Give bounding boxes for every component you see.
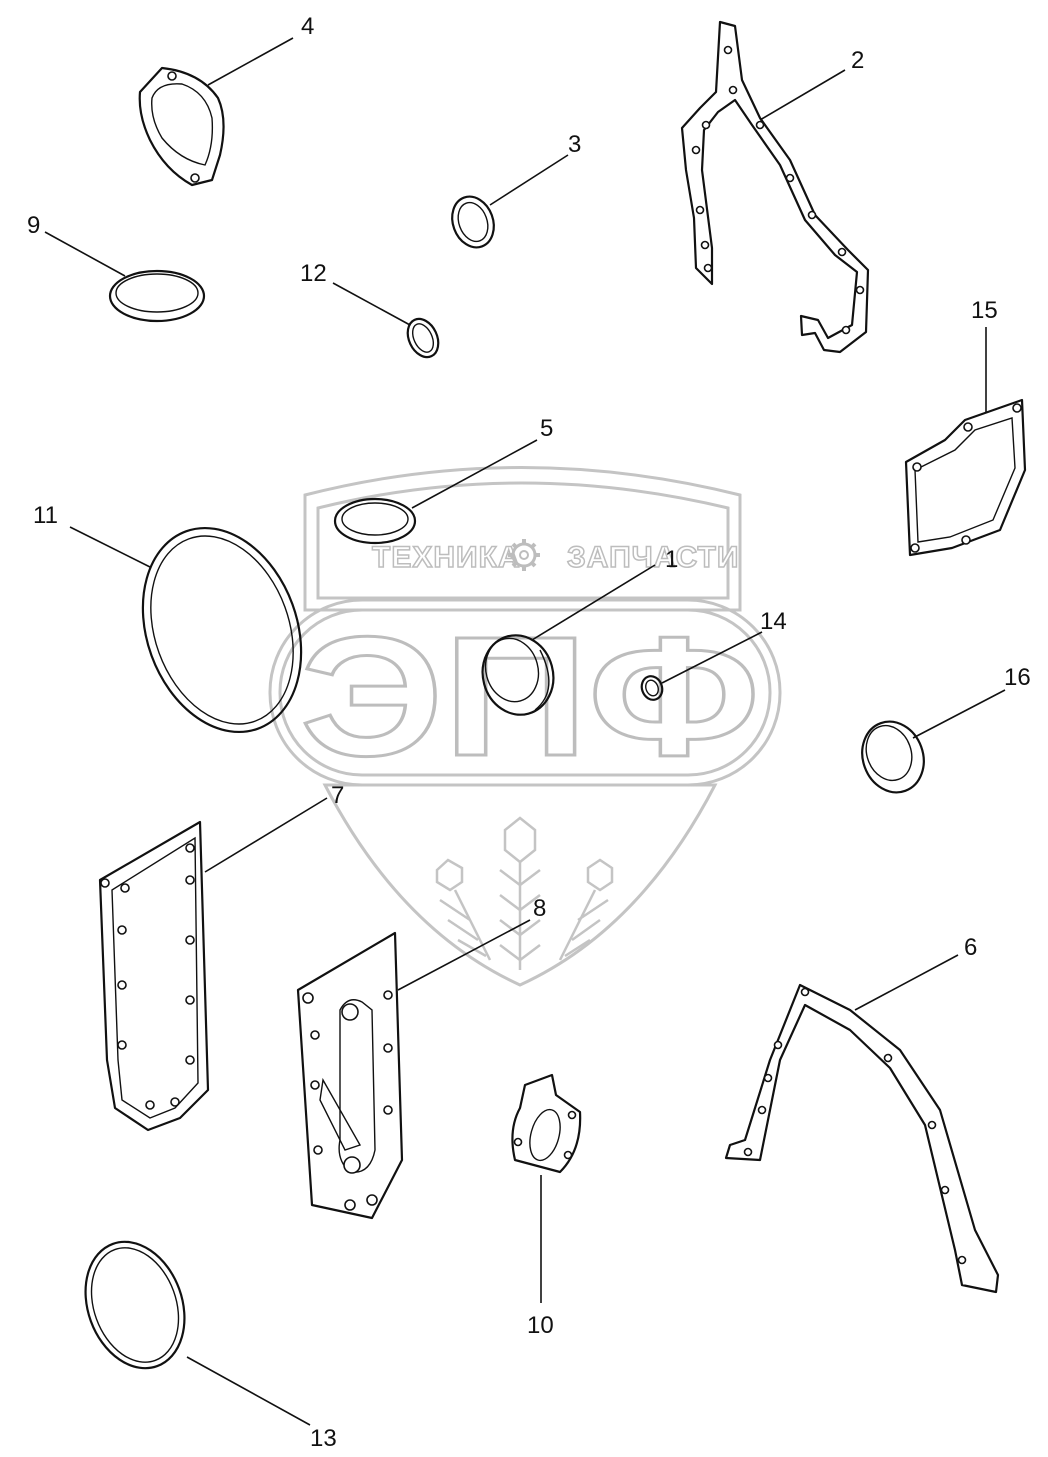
callout-8: 8 xyxy=(533,895,546,922)
callout-2: 2 xyxy=(851,47,864,74)
gasket-part-15 xyxy=(904,398,1027,557)
seal-part-5 xyxy=(333,497,417,545)
gasket-part-4 xyxy=(138,66,225,187)
leader-line-2 xyxy=(759,69,846,121)
watermark-logo: ТЕХНИКА ЗАПЧАСТИ ЭПФ xyxy=(268,466,782,987)
leader-line-12 xyxy=(332,282,411,326)
leader-line-8 xyxy=(397,919,531,991)
leader-line-13 xyxy=(186,1356,311,1426)
o-ring-part-11 xyxy=(141,526,303,734)
leader-line-6 xyxy=(854,954,959,1011)
callout-13: 13 xyxy=(310,1425,337,1452)
watermark-text-right: ЗАПЧАСТИ xyxy=(567,541,739,574)
callout-14: 14 xyxy=(760,608,787,635)
callout-5: 5 xyxy=(540,415,553,442)
leader-lines xyxy=(44,37,1006,1426)
leader-line-14 xyxy=(661,631,763,684)
o-ring-part-12 xyxy=(406,317,440,359)
callout-labels: 1 2 3 4 5 6 7 8 9 10 11 12 13 14 15 16 xyxy=(27,13,1031,1452)
gasket-part-2 xyxy=(680,20,870,354)
callout-12: 12 xyxy=(300,260,327,287)
callout-16: 16 xyxy=(1004,664,1031,691)
o-ring-part-14 xyxy=(640,675,664,701)
leader-line-9 xyxy=(44,231,126,277)
leader-line-16 xyxy=(912,689,1006,739)
gasket-part-10 xyxy=(511,1073,582,1174)
gear-icon xyxy=(508,539,540,571)
leader-line-4 xyxy=(207,37,294,86)
leader-line-11 xyxy=(69,526,151,568)
gasket-part-7 xyxy=(98,820,210,1132)
seal-part-16 xyxy=(861,720,925,794)
leader-line-3 xyxy=(489,154,569,206)
callout-15: 15 xyxy=(971,297,998,324)
gasket-part-8 xyxy=(296,931,404,1220)
callout-9: 9 xyxy=(27,212,40,239)
callout-3: 3 xyxy=(568,131,581,158)
callout-11: 11 xyxy=(33,502,58,529)
leader-line-1 xyxy=(531,564,656,641)
callout-4: 4 xyxy=(301,13,314,40)
leader-line-7 xyxy=(204,797,328,873)
o-ring-part-13 xyxy=(84,1240,186,1370)
seal-part-3 xyxy=(451,195,495,249)
watermark-text-left: ТЕХНИКА xyxy=(372,541,521,574)
callout-1: 1 xyxy=(665,546,678,573)
wheat-icon xyxy=(435,816,614,970)
leader-line-5 xyxy=(411,439,538,509)
callout-6: 6 xyxy=(964,934,977,961)
callout-10: 10 xyxy=(527,1312,554,1339)
callout-7: 7 xyxy=(331,782,344,809)
gasket-part-6 xyxy=(724,983,1000,1294)
o-ring-part-9 xyxy=(108,269,206,323)
seal-part-1 xyxy=(481,634,555,716)
watermark-big-text: ЭПФ xyxy=(300,602,760,792)
